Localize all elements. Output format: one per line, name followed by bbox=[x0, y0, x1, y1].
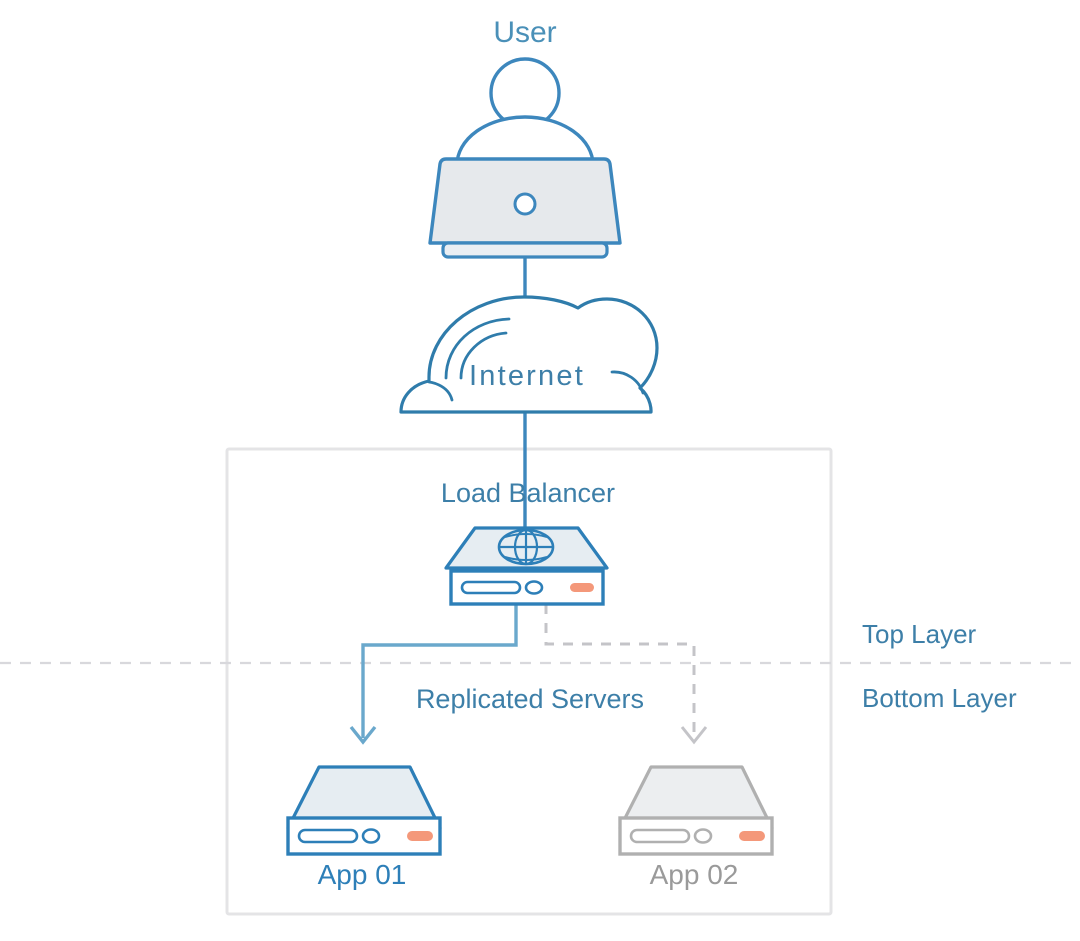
cloud-outline-icon bbox=[399, 295, 659, 414]
server-globe-icon bbox=[444, 526, 609, 606]
app01-led-icon bbox=[407, 831, 433, 841]
arrowhead-app01 bbox=[349, 725, 377, 745]
server-icon-app01 bbox=[286, 765, 442, 856]
globe-latitude-top-icon bbox=[504, 533, 548, 538]
load-balancer-label: Load Balancer bbox=[441, 478, 615, 508]
cloud-arc-4-icon bbox=[427, 380, 454, 402]
cloud-arc-3-icon bbox=[610, 370, 645, 395]
bottom-layer-label: Bottom Layer bbox=[862, 683, 1017, 713]
connector-loadbalancer-to-app01 bbox=[361, 604, 518, 738]
cloud-arc-2-icon bbox=[459, 331, 508, 380]
node-app02[interactable]: App 02 bbox=[618, 765, 774, 890]
app02-led-icon bbox=[739, 831, 765, 841]
replicated-servers-label: Replicated Servers bbox=[416, 684, 644, 714]
cloud-arc-1-icon bbox=[444, 317, 511, 380]
laptop-base-icon bbox=[441, 241, 609, 259]
node-load-balancer[interactable]: Load Balancer bbox=[441, 478, 615, 606]
laptop-logo-icon bbox=[513, 192, 537, 216]
app01-button-icon bbox=[361, 828, 381, 844]
app01-label: App 01 bbox=[318, 859, 407, 890]
app02-label: App 02 bbox=[650, 859, 739, 890]
globe-latitude-bottom-icon bbox=[504, 556, 548, 561]
connector-loadbalancer-to-app02 bbox=[544, 604, 696, 738]
layer-container-box bbox=[225, 447, 833, 916]
node-internet[interactable]: Internet bbox=[399, 295, 659, 414]
load-balancer-button-icon bbox=[524, 580, 544, 595]
load-balancer-drive-slot bbox=[460, 580, 522, 595]
user-at-laptop-icon bbox=[428, 57, 622, 259]
user-label: User bbox=[493, 16, 556, 49]
server-icon-app02 bbox=[618, 765, 774, 856]
load-balancer-led-icon bbox=[570, 583, 594, 592]
app02-button-icon bbox=[693, 828, 713, 844]
node-app01[interactable]: App 01 bbox=[286, 765, 442, 890]
app01-drive-slot bbox=[297, 828, 359, 844]
user-shoulders-icon bbox=[455, 115, 595, 166]
node-user[interactable]: User bbox=[428, 16, 622, 259]
arrowhead-app02 bbox=[680, 726, 708, 745]
top-layer-label: Top Layer bbox=[862, 619, 977, 649]
internet-label: Internet bbox=[469, 360, 585, 392]
cloud-icon bbox=[399, 295, 659, 414]
app02-drive-slot bbox=[629, 828, 691, 844]
